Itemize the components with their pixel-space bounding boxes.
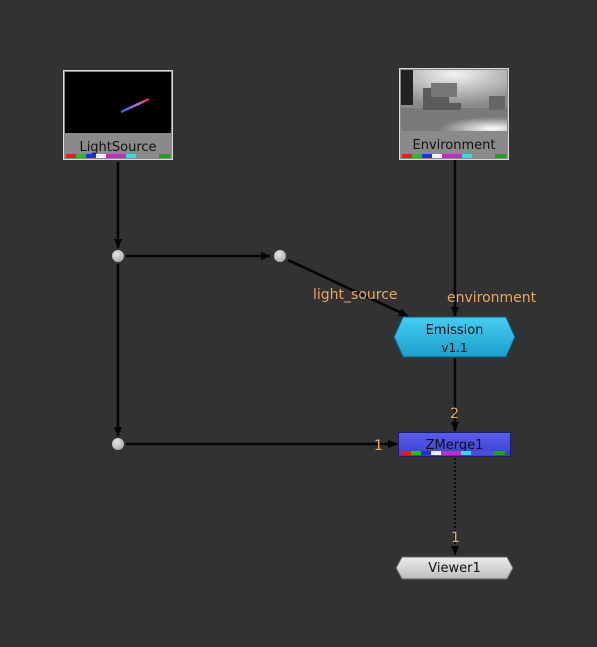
viewer-label: Viewer1: [428, 561, 481, 576]
edge-label-input-1: 1: [374, 438, 383, 454]
lightsource-label: LightSource: [79, 140, 157, 155]
channel-bar: [402, 154, 506, 158]
zmerge-label: ZMerge1: [425, 438, 484, 453]
edge-label-environment: environment: [447, 290, 537, 306]
viewer-node[interactable]: Viewer1: [395, 556, 514, 580]
edge-label-viewer-input: 1: [451, 530, 460, 546]
emission-version: v1.1: [441, 341, 468, 355]
emission-node[interactable]: Emission v1.1: [393, 316, 516, 358]
lightsource-thumbnail: [65, 72, 171, 133]
emission-label: Emission: [425, 323, 484, 338]
lightsource-node[interactable]: LightSource: [63, 70, 173, 160]
dot-node[interactable]: [273, 249, 287, 263]
environment-thumbnail: [401, 70, 507, 131]
channel-bar: [66, 154, 170, 158]
environment-node[interactable]: Environment: [399, 68, 509, 160]
environment-label: Environment: [412, 138, 496, 153]
dot-node[interactable]: [111, 437, 125, 451]
dot-node[interactable]: [111, 249, 125, 263]
edge-dot2-to-emission: [287, 258, 409, 318]
edge-label-light-source: light_source: [313, 287, 398, 303]
edge-label-input-2: 2: [450, 406, 459, 422]
zmerge-node[interactable]: ZMerge1: [398, 432, 511, 457]
channel-bar: [401, 451, 508, 455]
